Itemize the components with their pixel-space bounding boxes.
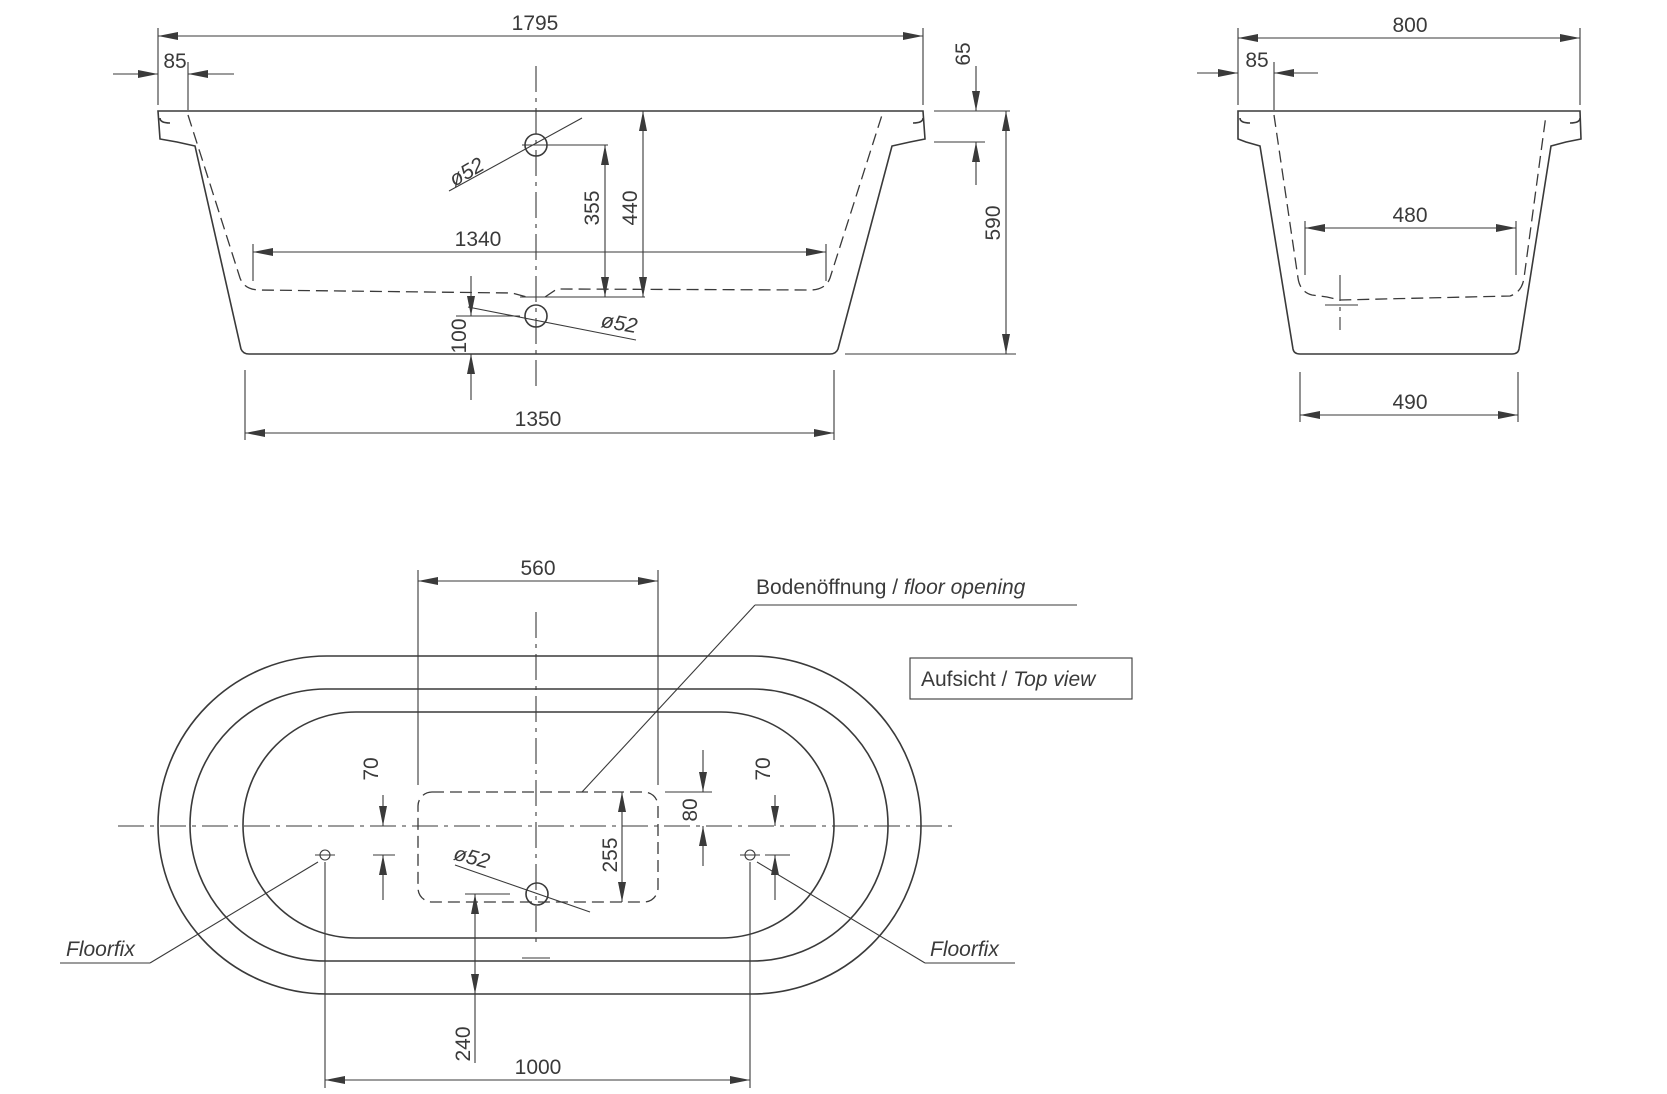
dim-overall-width: 800 (1392, 14, 1427, 37)
dim-opening-to-axis: 80 (679, 798, 702, 821)
dim-rim-offset: 85 (163, 50, 186, 73)
dim-opening-offset-left: 70 (360, 757, 383, 780)
top-view-rim-outer (157, 655, 922, 995)
dim-total-height: 590 (982, 205, 1005, 240)
dim-opening-width: 255 (599, 837, 622, 872)
dim-drain-to-end: 240 (452, 1026, 475, 1061)
floorfix-right-label: Floorfix (930, 938, 1000, 961)
dim-opening-length: 560 (520, 557, 555, 580)
floorfix-left-label: Floorfix (66, 938, 136, 961)
dim-end-rim-offset: 85 (1245, 49, 1268, 72)
dim-opening-offset-right: 70 (752, 757, 775, 780)
floor-opening (417, 791, 659, 903)
floor-opening-label: Bodenöffnung / floor opening (756, 576, 1026, 599)
dim-inner-floor-length: 1340 (455, 228, 502, 251)
dim-end-base-width: 490 (1392, 391, 1427, 414)
top-view-label: Aufsicht / Top view (921, 668, 1097, 691)
end-view-outer-profile (1237, 110, 1582, 355)
top-view-label-box (909, 657, 1133, 700)
dim-floorfix-spacing: 1000 (515, 1056, 562, 1079)
dim-top-drain-diameter: ø52 (451, 842, 492, 874)
top-view: 560 70 70 80 255 240 1000 ø52 Boden (60, 557, 1133, 1088)
dim-overall-length: 1795 (512, 12, 559, 35)
end-view: 800 85 480 490 (1197, 14, 1582, 422)
side-view-inner-profile (187, 114, 883, 298)
top-view-basin (242, 711, 835, 939)
side-view: 1795 85 65 590 355 440 1340 100 (113, 12, 1016, 440)
dim-outlet-depth: 355 (581, 190, 604, 225)
dim-rim-height: 65 (952, 42, 975, 65)
side-view-outer-profile (157, 110, 926, 355)
dim-base-length: 1350 (515, 408, 562, 431)
dim-drain-height: 100 (448, 318, 471, 353)
dim-floor-depth: 440 (619, 190, 642, 225)
top-drain-icon (525, 882, 549, 906)
dim-overflow-diameter: ø52 (445, 153, 488, 191)
drain-hole-icon (524, 304, 548, 328)
end-view-inner-profile (1273, 114, 1547, 301)
dim-end-inner-floor: 480 (1392, 204, 1427, 227)
top-view-rim-inner (189, 688, 889, 962)
